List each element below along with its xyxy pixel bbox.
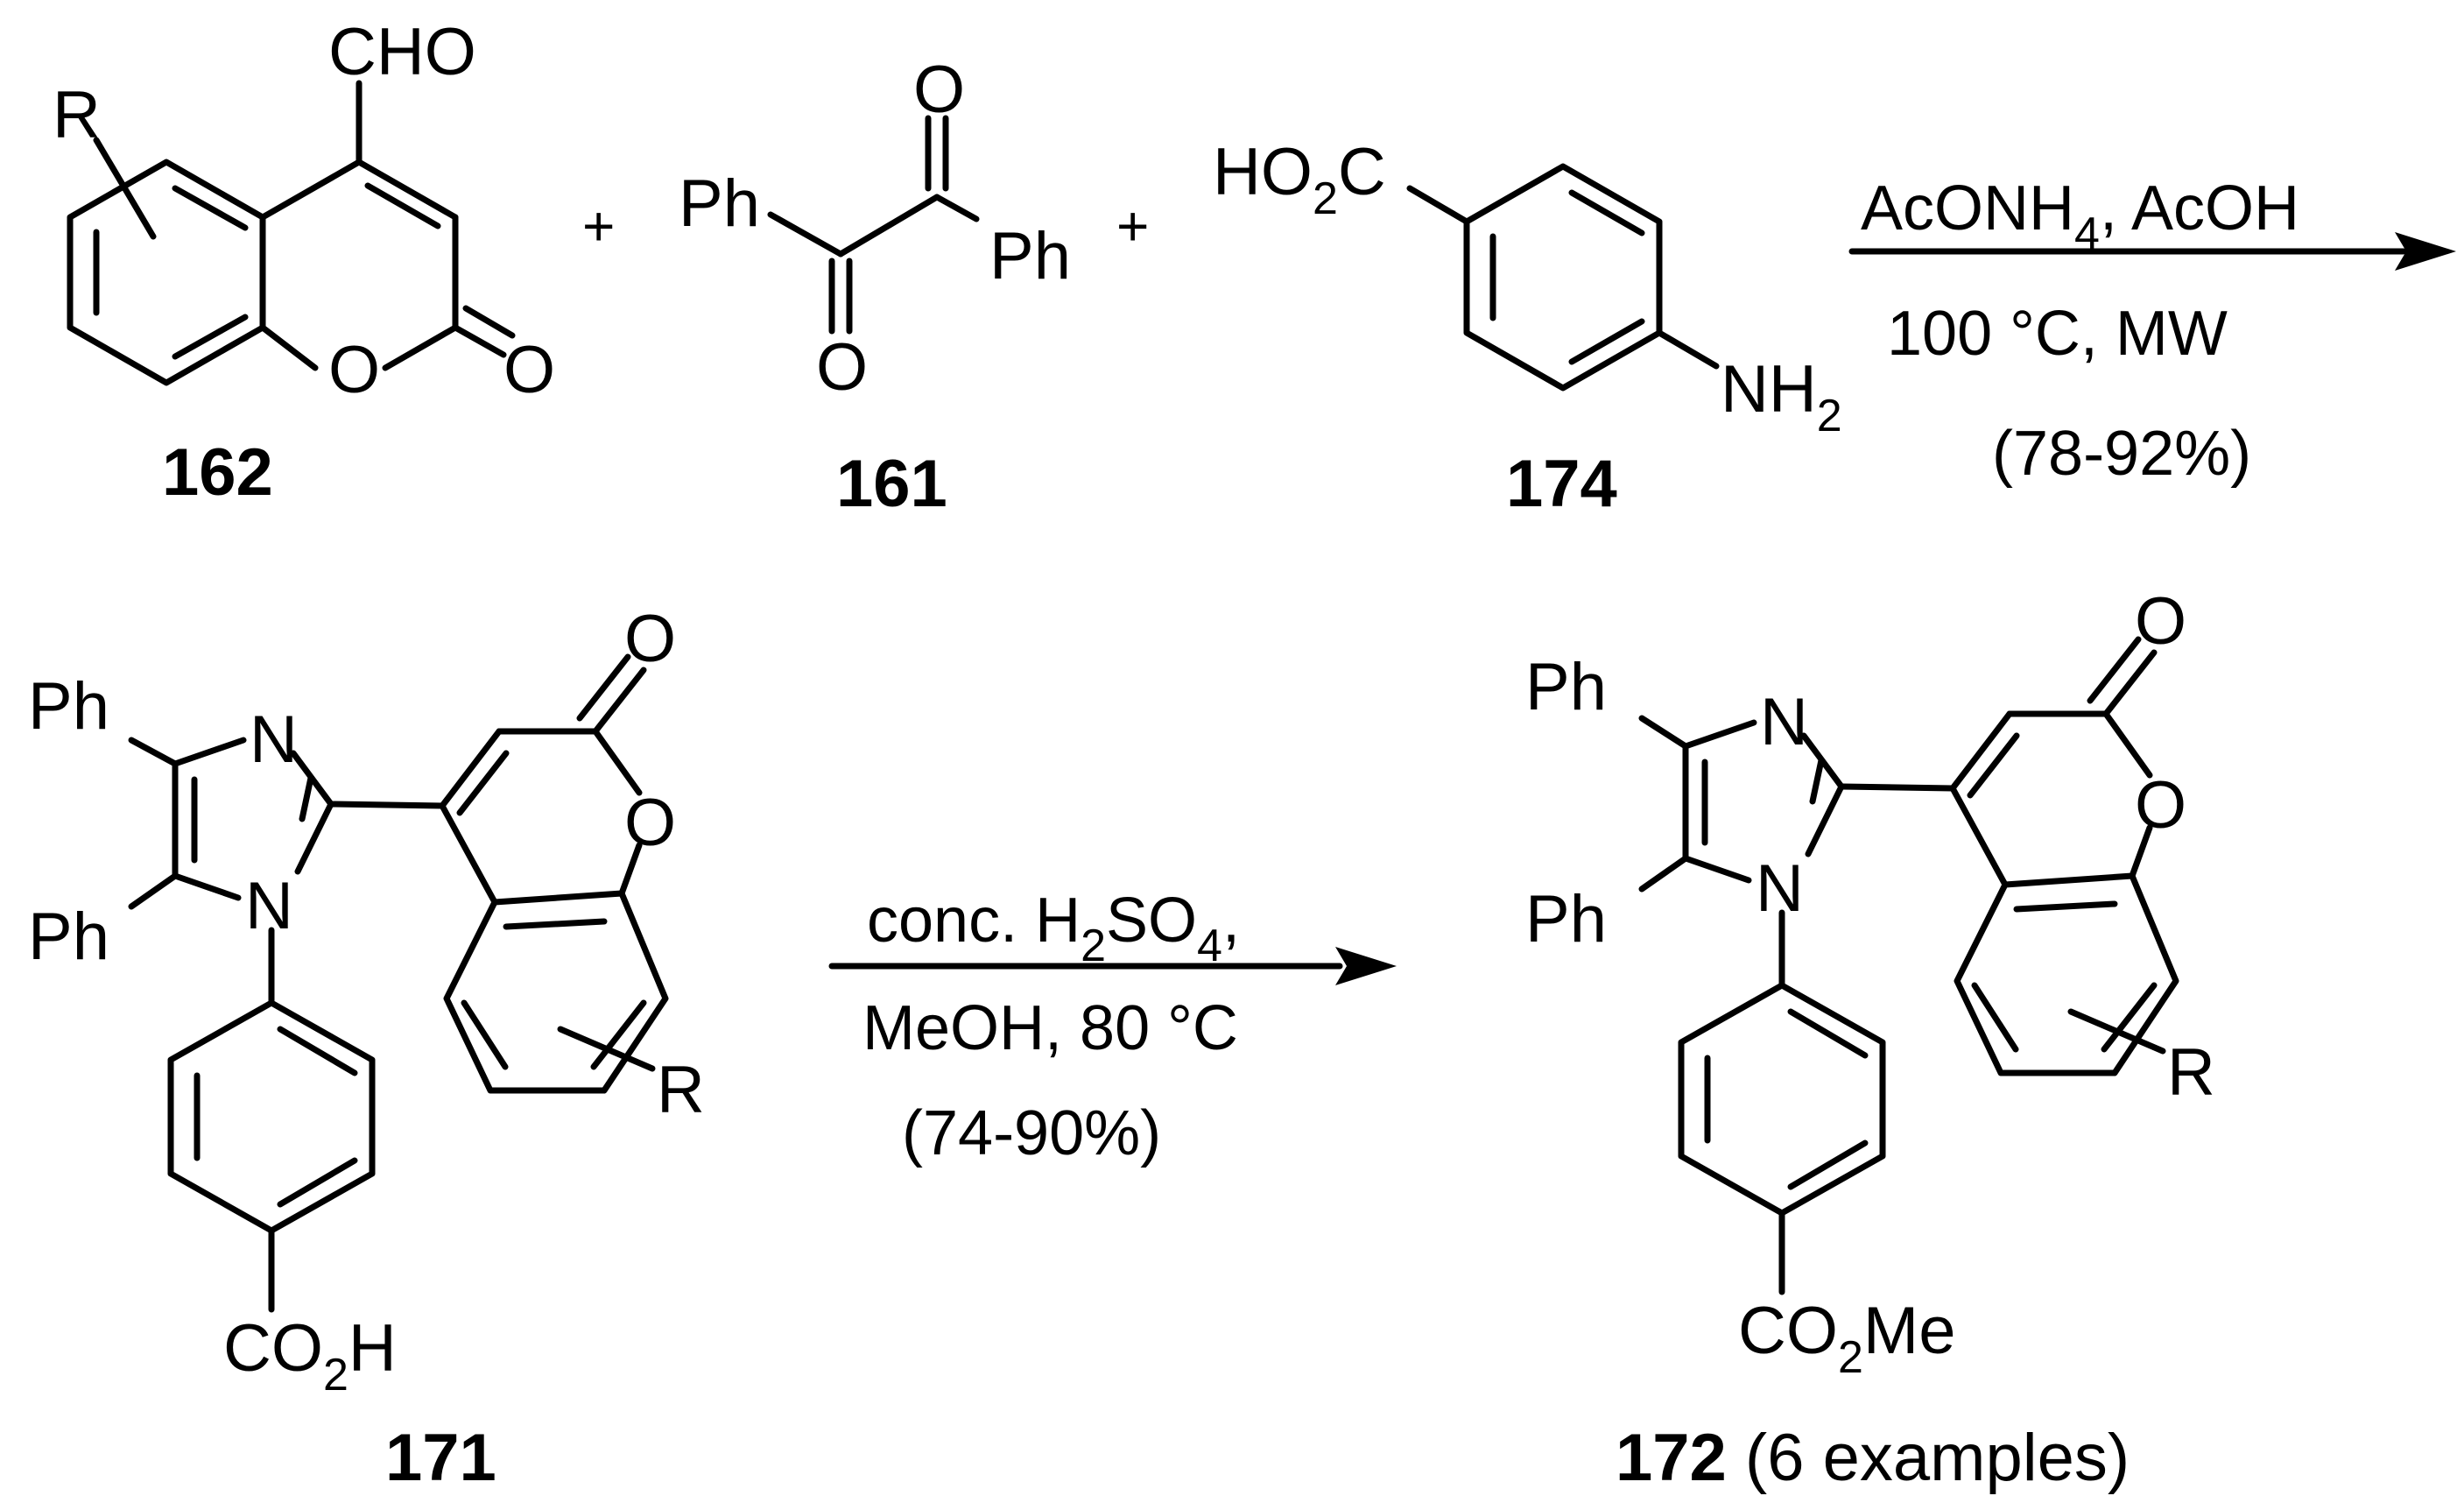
compound-162-number: 162: [162, 435, 273, 510]
compound-171-phenyl-top: Ph: [28, 669, 109, 744]
compound-161-number: 161: [836, 447, 947, 521]
compound-171-imidazole-n-top: N: [250, 702, 298, 777]
compound-172-imidazole-n-bottom: N: [1756, 851, 1804, 926]
compound-172-number-label: 172 (6 examples): [1616, 1421, 2130, 1495]
plus-sign-1: +: [582, 194, 615, 258]
reaction-1-temperature: 100 °C, MW: [1887, 299, 2228, 369]
compound-172-imidazole-n-top: N: [1760, 685, 1808, 759]
compound-172-ring-oxygen: O: [2135, 768, 2186, 843]
compound-161-phenyl-right: Ph: [989, 219, 1071, 293]
compound-161: Ph Ph O O 161: [679, 53, 1071, 521]
compound-162: R CHO O O 162: [53, 15, 555, 510]
reaction-1-reagents: AcONH4, AcOH: [1861, 173, 2299, 259]
reaction-2-reagents: conc. H2SO4,: [867, 886, 1240, 971]
reaction-2-arrow-head: [1335, 947, 1397, 985]
compound-171-imidazole-n-bottom: N: [245, 869, 293, 943]
compound-162-r-label: R: [53, 78, 101, 152]
compound-172-phenyl-top: Ph: [1525, 650, 1607, 724]
compound-172-phenyl-bottom: Ph: [1525, 882, 1607, 956]
compound-172-carbonyl-oxygen: O: [2135, 584, 2186, 659]
reaction-2-yield: (74-90%): [902, 1098, 1161, 1168]
compound-172: Ph Ph N N O O R CO2Me 172 (6 examples): [1525, 584, 2215, 1495]
compound-161-oxygen-top: O: [913, 53, 965, 127]
compound-174: HO2C NH2 174: [1213, 135, 1842, 521]
compound-162-cho-label: CHO: [328, 15, 476, 89]
reaction-1-yield: (78-92%): [1992, 419, 2251, 489]
compound-171-bonds: [128, 653, 669, 1313]
reaction-1-arrow-head: [2395, 232, 2456, 271]
compound-174-bonds: [1406, 163, 1720, 392]
compound-161-phenyl-left: Ph: [679, 166, 760, 241]
compound-161-bonds: [767, 115, 980, 335]
compound-171-phenyl-bottom: Ph: [28, 900, 109, 974]
compound-174-number: 174: [1506, 447, 1617, 521]
compound-171: Ph Ph N N O O R CO2H 171: [28, 602, 705, 1495]
compound-162-carbonyl-oxygen: O: [503, 333, 555, 407]
compound-174-carboxylic-acid: HO2C: [1213, 135, 1386, 224]
compound-172-r-label: R: [2167, 1035, 2215, 1110]
compound-171-ring-oxygen: O: [624, 786, 676, 860]
plus-sign-2: +: [1116, 194, 1149, 258]
compound-162-bonds: [67, 80, 516, 386]
reaction-1-conditions: AcONH4, AcOH 100 °C, MW (78-92%): [1848, 173, 2456, 489]
compound-162-ring-oxygen: O: [328, 333, 380, 407]
compound-161-oxygen-bottom: O: [816, 330, 868, 405]
compound-172-methyl-ester: CO2Me: [1738, 1294, 1956, 1383]
compound-171-carboxylic-acid: CO2H: [223, 1311, 397, 1401]
compound-171-r-label: R: [657, 1053, 705, 1127]
compound-172-bonds: [1638, 636, 2179, 1295]
reaction-2-conditions: conc. H2SO4, MeOH, 80 °C (74-90%): [828, 886, 1397, 1168]
compound-171-carbonyl-oxygen: O: [624, 602, 676, 676]
compound-171-number: 171: [385, 1421, 496, 1495]
reaction-2-solvent-temperature: MeOH, 80 °C: [862, 993, 1238, 1063]
compound-174-amine: NH2: [1721, 352, 1842, 441]
